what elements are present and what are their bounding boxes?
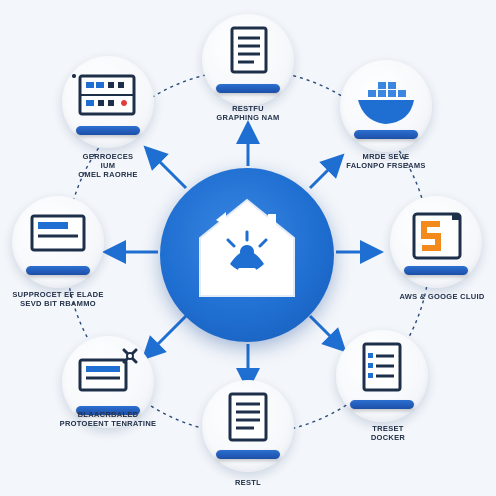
label-left: SUPPROCET EF ELADE SEVD BIT RBAMMO <box>0 290 128 308</box>
label-line: RESTFU <box>232 104 264 113</box>
label-line: GERROECES <box>82 152 134 161</box>
label-line: MRDE SEVE <box>362 152 410 161</box>
label-top-left: GERROECES IUM OMEL RAORHE <box>38 152 178 179</box>
label-line: SEVD BIT RBAMMO <box>20 299 96 308</box>
label-line: OMEL RAORHE <box>78 170 138 179</box>
checklist-icon <box>362 342 402 392</box>
arrow-bottom-right <box>308 314 347 353</box>
monitor-window-icon <box>30 214 86 252</box>
node-base <box>404 266 468 275</box>
document-icon <box>230 26 268 74</box>
node-base <box>76 406 140 415</box>
node-bottom-left <box>62 336 154 428</box>
label-line: SUPPROCET EF ELADE <box>12 290 104 299</box>
label-line: RESTL <box>234 478 262 487</box>
node-bottom <box>202 380 294 472</box>
node-left <box>12 196 104 288</box>
label-line: TRESET <box>372 424 404 433</box>
arrow-top-right <box>308 153 345 190</box>
label-bottom-right: TRESET DOCKER <box>318 424 458 442</box>
central-hub <box>160 168 334 342</box>
tools-monitor-icon <box>78 348 138 392</box>
arrow-top-left <box>143 145 188 190</box>
node-base <box>76 126 140 135</box>
node-top-right <box>340 60 432 152</box>
label-line: DOCKER <box>370 433 406 442</box>
label-line: BLAACRBALED <box>77 410 139 419</box>
node-base <box>354 130 418 139</box>
arrow-bottom-left <box>141 314 188 361</box>
node-bottom-right <box>336 330 428 422</box>
label-line: GRAPHING NAM <box>216 113 280 122</box>
label-line: FALONPO FRSEAMS <box>346 161 426 170</box>
label-bottom-left: BLAACRBALED PROTOEENT TENRATINE <box>38 410 178 428</box>
label-top: RESTFU GRAPHING NAM <box>178 104 318 122</box>
node-base <box>216 450 280 459</box>
docker-whale-icon <box>358 82 414 124</box>
node-top <box>202 14 294 106</box>
label-top-right: MRDE SEVE FALONPO FRSEAMS <box>316 152 456 170</box>
label-line: AWS & GOOGE CLUID <box>399 292 485 301</box>
cloud-service-icon <box>412 212 462 260</box>
label-line: PROTOEENT TENRATINE <box>59 419 157 428</box>
server-rack-icon <box>72 74 136 116</box>
node-right <box>390 196 482 288</box>
label-bottom: RESTL <box>178 478 318 487</box>
label-right: AWS & GOOGE CLUID <box>372 292 496 301</box>
node-base <box>26 266 90 275</box>
node-top-left <box>62 56 154 148</box>
node-base <box>350 400 414 409</box>
node-base <box>216 84 280 93</box>
home-cloud-icon <box>199 198 295 297</box>
document-icon <box>228 392 268 442</box>
label-line: IUM <box>100 161 116 170</box>
